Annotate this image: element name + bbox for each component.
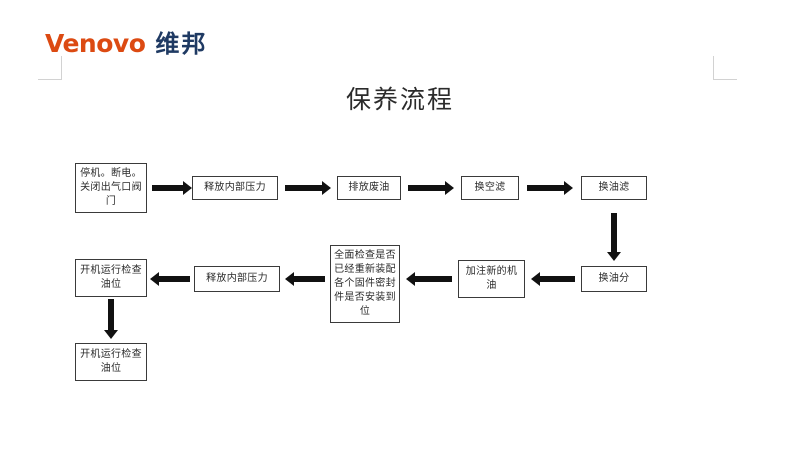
- flow-node-n11-label: 开机运行检查油位: [80, 349, 142, 374]
- flow-node-n4[interactable]: 换空滤: [461, 176, 519, 200]
- flow-node-n3[interactable]: 排放废油: [337, 176, 401, 200]
- flow-arrow-n7-n8: [406, 271, 452, 287]
- flow-node-n7-label: 加注新的机油: [465, 266, 518, 291]
- flow-node-n5[interactable]: 换油滤: [581, 176, 647, 200]
- brand-logo-chinese: 维邦: [155, 30, 208, 58]
- brand-logo: Venovo 维邦: [45, 24, 207, 59]
- flow-node-n2[interactable]: 释放内部压力: [192, 176, 278, 200]
- flow-arrow-n6-n7: [531, 271, 575, 287]
- flow-node-n1-label: 停机。断电。关闭出气口阀门: [80, 168, 142, 207]
- flow-arrow-n9-n10: [150, 271, 190, 287]
- flow-arrow-n8-n9: [285, 271, 325, 287]
- flow-node-n1[interactable]: 停机。断电。关闭出气口阀门: [75, 163, 147, 213]
- flow-arrow-n3-n4: [408, 180, 454, 196]
- flow-node-n7[interactable]: 加注新的机油: [458, 260, 525, 298]
- flow-node-n10-label: 开机运行检查油位: [80, 265, 142, 290]
- crop-mark-top-left: [38, 56, 62, 80]
- flow-node-n8[interactable]: 全面检查是否已经重新装配各个固件密封件是否安装到位: [330, 245, 400, 323]
- brand-logo-latin: Venovo: [45, 29, 146, 58]
- page-title: 保养流程: [345, 85, 454, 114]
- flow-node-n2-label: 释放内部压力: [204, 182, 266, 193]
- flow-arrow-n10-n11: [103, 299, 119, 339]
- flow-node-n11[interactable]: 开机运行检查油位: [75, 343, 147, 381]
- flow-node-n10[interactable]: 开机运行检查油位: [75, 259, 147, 297]
- flow-arrow-n1-n2: [152, 180, 192, 196]
- flow-node-n9[interactable]: 释放内部压力: [194, 266, 280, 292]
- flow-arrow-n2-n3: [285, 180, 331, 196]
- flow-node-n4-label: 换空滤: [474, 182, 506, 193]
- flow-node-n3-label: 排放废油: [348, 182, 390, 193]
- crop-mark-top-right: [713, 56, 737, 80]
- flow-node-n6-label: 换油分: [598, 273, 630, 284]
- flow-node-n5-label: 换油滤: [598, 182, 630, 193]
- flow-arrow-n4-n5: [527, 180, 573, 196]
- flow-node-n9-label: 释放内部压力: [206, 273, 268, 284]
- flow-node-n8-label: 全面检查是否已经重新装配各个固件密封件是否安装到位: [334, 250, 396, 317]
- flow-arrow-n5-n6: [606, 213, 622, 261]
- flow-node-n6[interactable]: 换油分: [581, 266, 647, 292]
